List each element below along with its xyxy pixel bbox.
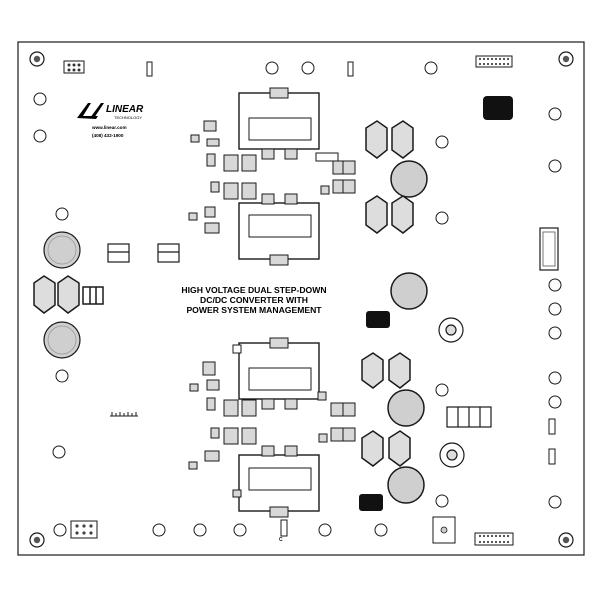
trimmer-upper: [438, 317, 464, 343]
title-line-2: DC/DC CONVERTER WITH: [200, 295, 308, 305]
title-line-1: HIGH VOLTAGE DUAL STEP-DOWN: [181, 285, 326, 295]
jumper-top-1: [146, 61, 153, 77]
header-top-right: [475, 55, 513, 68]
power-stage-upper: [238, 87, 320, 266]
header-bottom-left: [70, 520, 98, 539]
right-side-connector: [539, 227, 559, 271]
jumper-right-1: [548, 418, 556, 435]
mounting-hole-top-right: [558, 51, 574, 67]
output-capacitors-upper: [365, 120, 428, 310]
smd-cluster-right-upper: [315, 152, 356, 195]
test-points: [33, 61, 562, 537]
header-top-left: [63, 60, 85, 74]
logo-text: LINEAR: [106, 104, 144, 115]
small-connector-left: [110, 412, 138, 417]
output-capacitors-lower: [361, 352, 425, 504]
smd-cluster-right-lower: [317, 391, 356, 443]
header-bottom-right: [474, 532, 514, 546]
square-connector-bottom: [432, 516, 456, 544]
jumper-bottom: [280, 519, 288, 537]
board-title: HIGH VOLTAGE DUAL STEP-DOWN DC/DC CONVER…: [181, 285, 326, 315]
mounting-hole-bottom-left: [29, 532, 45, 548]
smd-cluster-upper: [188, 120, 257, 234]
dark-component-bottom: [359, 494, 383, 511]
mounting-hole-bottom-right: [558, 532, 574, 548]
input-capacitor-lower: [43, 321, 81, 359]
mounting-hole-top-left: [29, 51, 45, 67]
input-filter-components: [107, 243, 180, 263]
input-connector: [33, 275, 104, 314]
ref-c-label: C: [279, 537, 283, 543]
website-text: www.linear.com: [91, 125, 127, 130]
trimmer-lower: [439, 442, 465, 468]
resistor-array: [446, 406, 492, 428]
dark-component-middle: [366, 311, 390, 328]
input-capacitor-upper: [43, 231, 81, 269]
jumper-right-2: [548, 448, 556, 465]
phone-text: (408) 432-1900: [92, 133, 124, 138]
power-stage-lower: [238, 337, 320, 518]
logo-subtext: TECHNOLOGY: [114, 115, 142, 120]
dark-component-top-right: [483, 96, 513, 120]
jumper-top-2: [347, 61, 354, 77]
linear-technology-logo: LINEAR TECHNOLOGY www.linear.com (408) 4…: [77, 103, 144, 138]
smd-cluster-lower: [188, 344, 257, 498]
title-line-3: POWER SYSTEM MANAGEMENT: [186, 305, 322, 315]
